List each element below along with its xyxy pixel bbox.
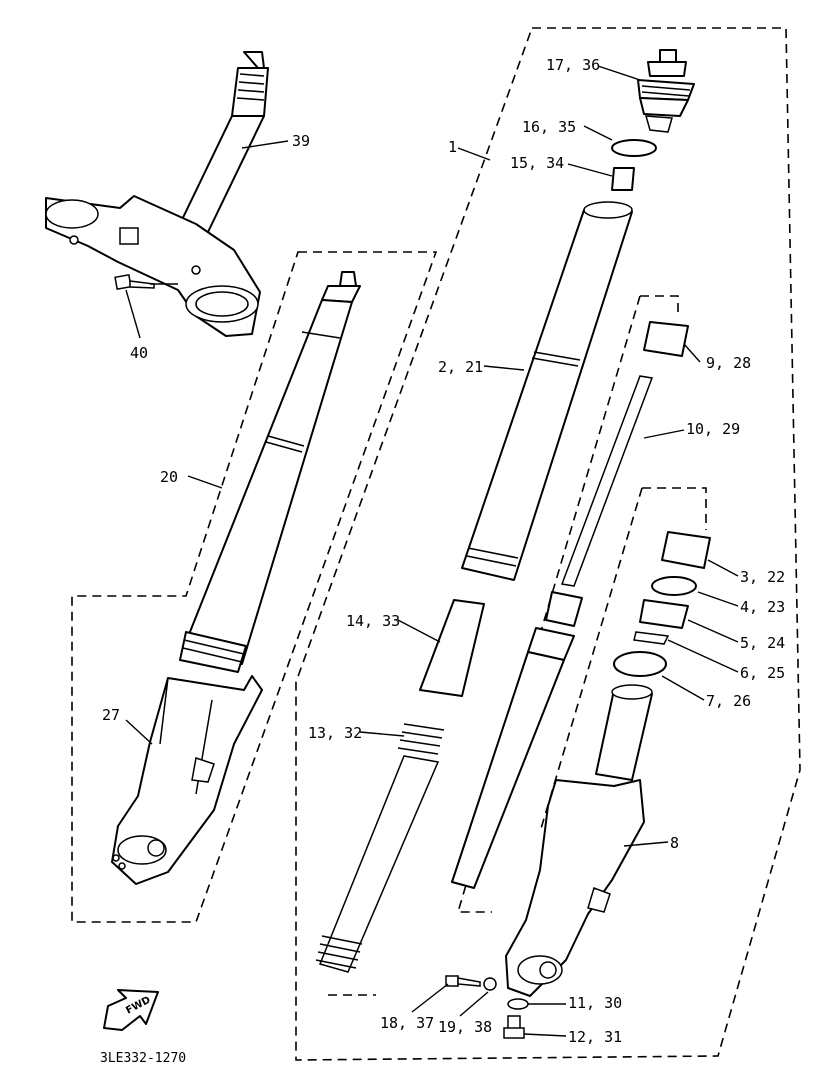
- callout-40: 40: [130, 344, 148, 362]
- callout-18-37: 18, 37: [380, 1014, 434, 1032]
- oil-lock-piece: [419, 599, 485, 697]
- outer-tube: [505, 684, 653, 997]
- group-outline-seal-set: [642, 487, 707, 530]
- collar: [611, 167, 635, 191]
- callout-12-31: 12, 31: [568, 1028, 622, 1046]
- callout-20: 20: [160, 468, 178, 486]
- callout-15-34: 15, 34: [510, 154, 564, 172]
- drain-screw: [503, 1015, 525, 1039]
- callout-14-33: 14, 33: [346, 612, 400, 630]
- callout-10-29: 10, 29: [686, 420, 740, 438]
- callout-11-30: 11, 30: [568, 994, 622, 1012]
- callout-27: 27: [102, 706, 120, 724]
- washer: [633, 631, 670, 645]
- fwd-arrow: FWD: [103, 989, 159, 1031]
- damper-rod: [451, 375, 654, 889]
- callout-8: 8: [670, 834, 679, 852]
- pinch-bolt: [114, 274, 155, 290]
- group-outline-left-fork: [71, 251, 438, 923]
- under-bracket-steering-stem: [45, 51, 269, 337]
- inner-tube: [461, 201, 633, 581]
- callouts: 39 40 20 27 1 2, 21 17, 36 16, 35 15, 34…: [102, 56, 785, 1046]
- drawing-number: 3LE332-1270: [100, 1051, 186, 1066]
- group-outline-damper-rod-lower: [456, 295, 641, 913]
- callout-2-21: 2, 21: [438, 358, 483, 376]
- callout-7-26: 7, 26: [706, 692, 751, 710]
- rebound-bushing: [643, 321, 689, 357]
- cap-bolt: [637, 49, 695, 133]
- o-ring: [611, 139, 657, 157]
- callout-5-24: 5, 24: [740, 634, 785, 652]
- damper-bolt: [445, 975, 481, 987]
- leader-lines: [125, 65, 739, 1037]
- drain-washer: [507, 998, 529, 1010]
- copper-washer: [483, 977, 497, 991]
- callout-17-36: 17, 36: [546, 56, 600, 74]
- dust-seal: [661, 531, 711, 569]
- callout-9-28: 9, 28: [706, 354, 751, 372]
- callout-3-22: 3, 22: [740, 568, 785, 586]
- group-outline-damper-rod: [640, 295, 679, 316]
- callout-19-38: 19, 38: [438, 1018, 492, 1036]
- callout-16-35: 16, 35: [522, 118, 576, 136]
- callout-4-23: 4, 23: [740, 598, 785, 616]
- left-fork-assembly: [111, 271, 361, 885]
- retaining-clip: [651, 576, 697, 596]
- slide-metal: [613, 651, 667, 677]
- callout-1: 1: [448, 138, 457, 156]
- callout-13-32: 13, 32: [308, 724, 362, 742]
- callout-39: 39: [292, 132, 310, 150]
- callout-6-25: 6, 25: [740, 664, 785, 682]
- fork-spring: [315, 723, 445, 973]
- group-outline-right-fork: [295, 27, 801, 1061]
- oil-seal: [639, 599, 689, 629]
